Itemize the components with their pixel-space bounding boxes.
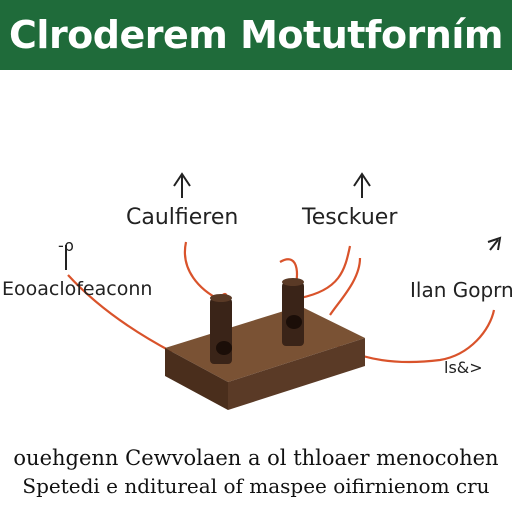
title-banner: Clroderem Motutforním — [0, 0, 512, 70]
caption-line-2: Spetedi e nditureal of maspee oifirnieno… — [22, 474, 490, 498]
label-left-marker: -ρ — [58, 236, 74, 255]
label-mid-right: Ilan Goprn — [410, 278, 512, 302]
diagram-canvas — [65, 172, 502, 410]
diagram-title: Clroderem Motutforním — [9, 13, 503, 57]
label-bottom-right-marker: ls&> — [444, 358, 483, 377]
pin-left — [210, 294, 232, 364]
arrow-up-far-right — [487, 236, 502, 251]
caption-line-1: ouehgenn Cewvolaen a ol thloaer menocohe… — [13, 446, 499, 470]
label-mid-left: Eooaclofeaconn — [2, 278, 153, 300]
arrow-up-left — [173, 172, 191, 198]
pin-right — [282, 278, 304, 346]
label-top-right: Tesckuer — [302, 205, 398, 230]
component-block — [165, 306, 365, 410]
label-top-left: Caulfieren — [126, 205, 239, 230]
arrow-up-right — [353, 172, 371, 198]
